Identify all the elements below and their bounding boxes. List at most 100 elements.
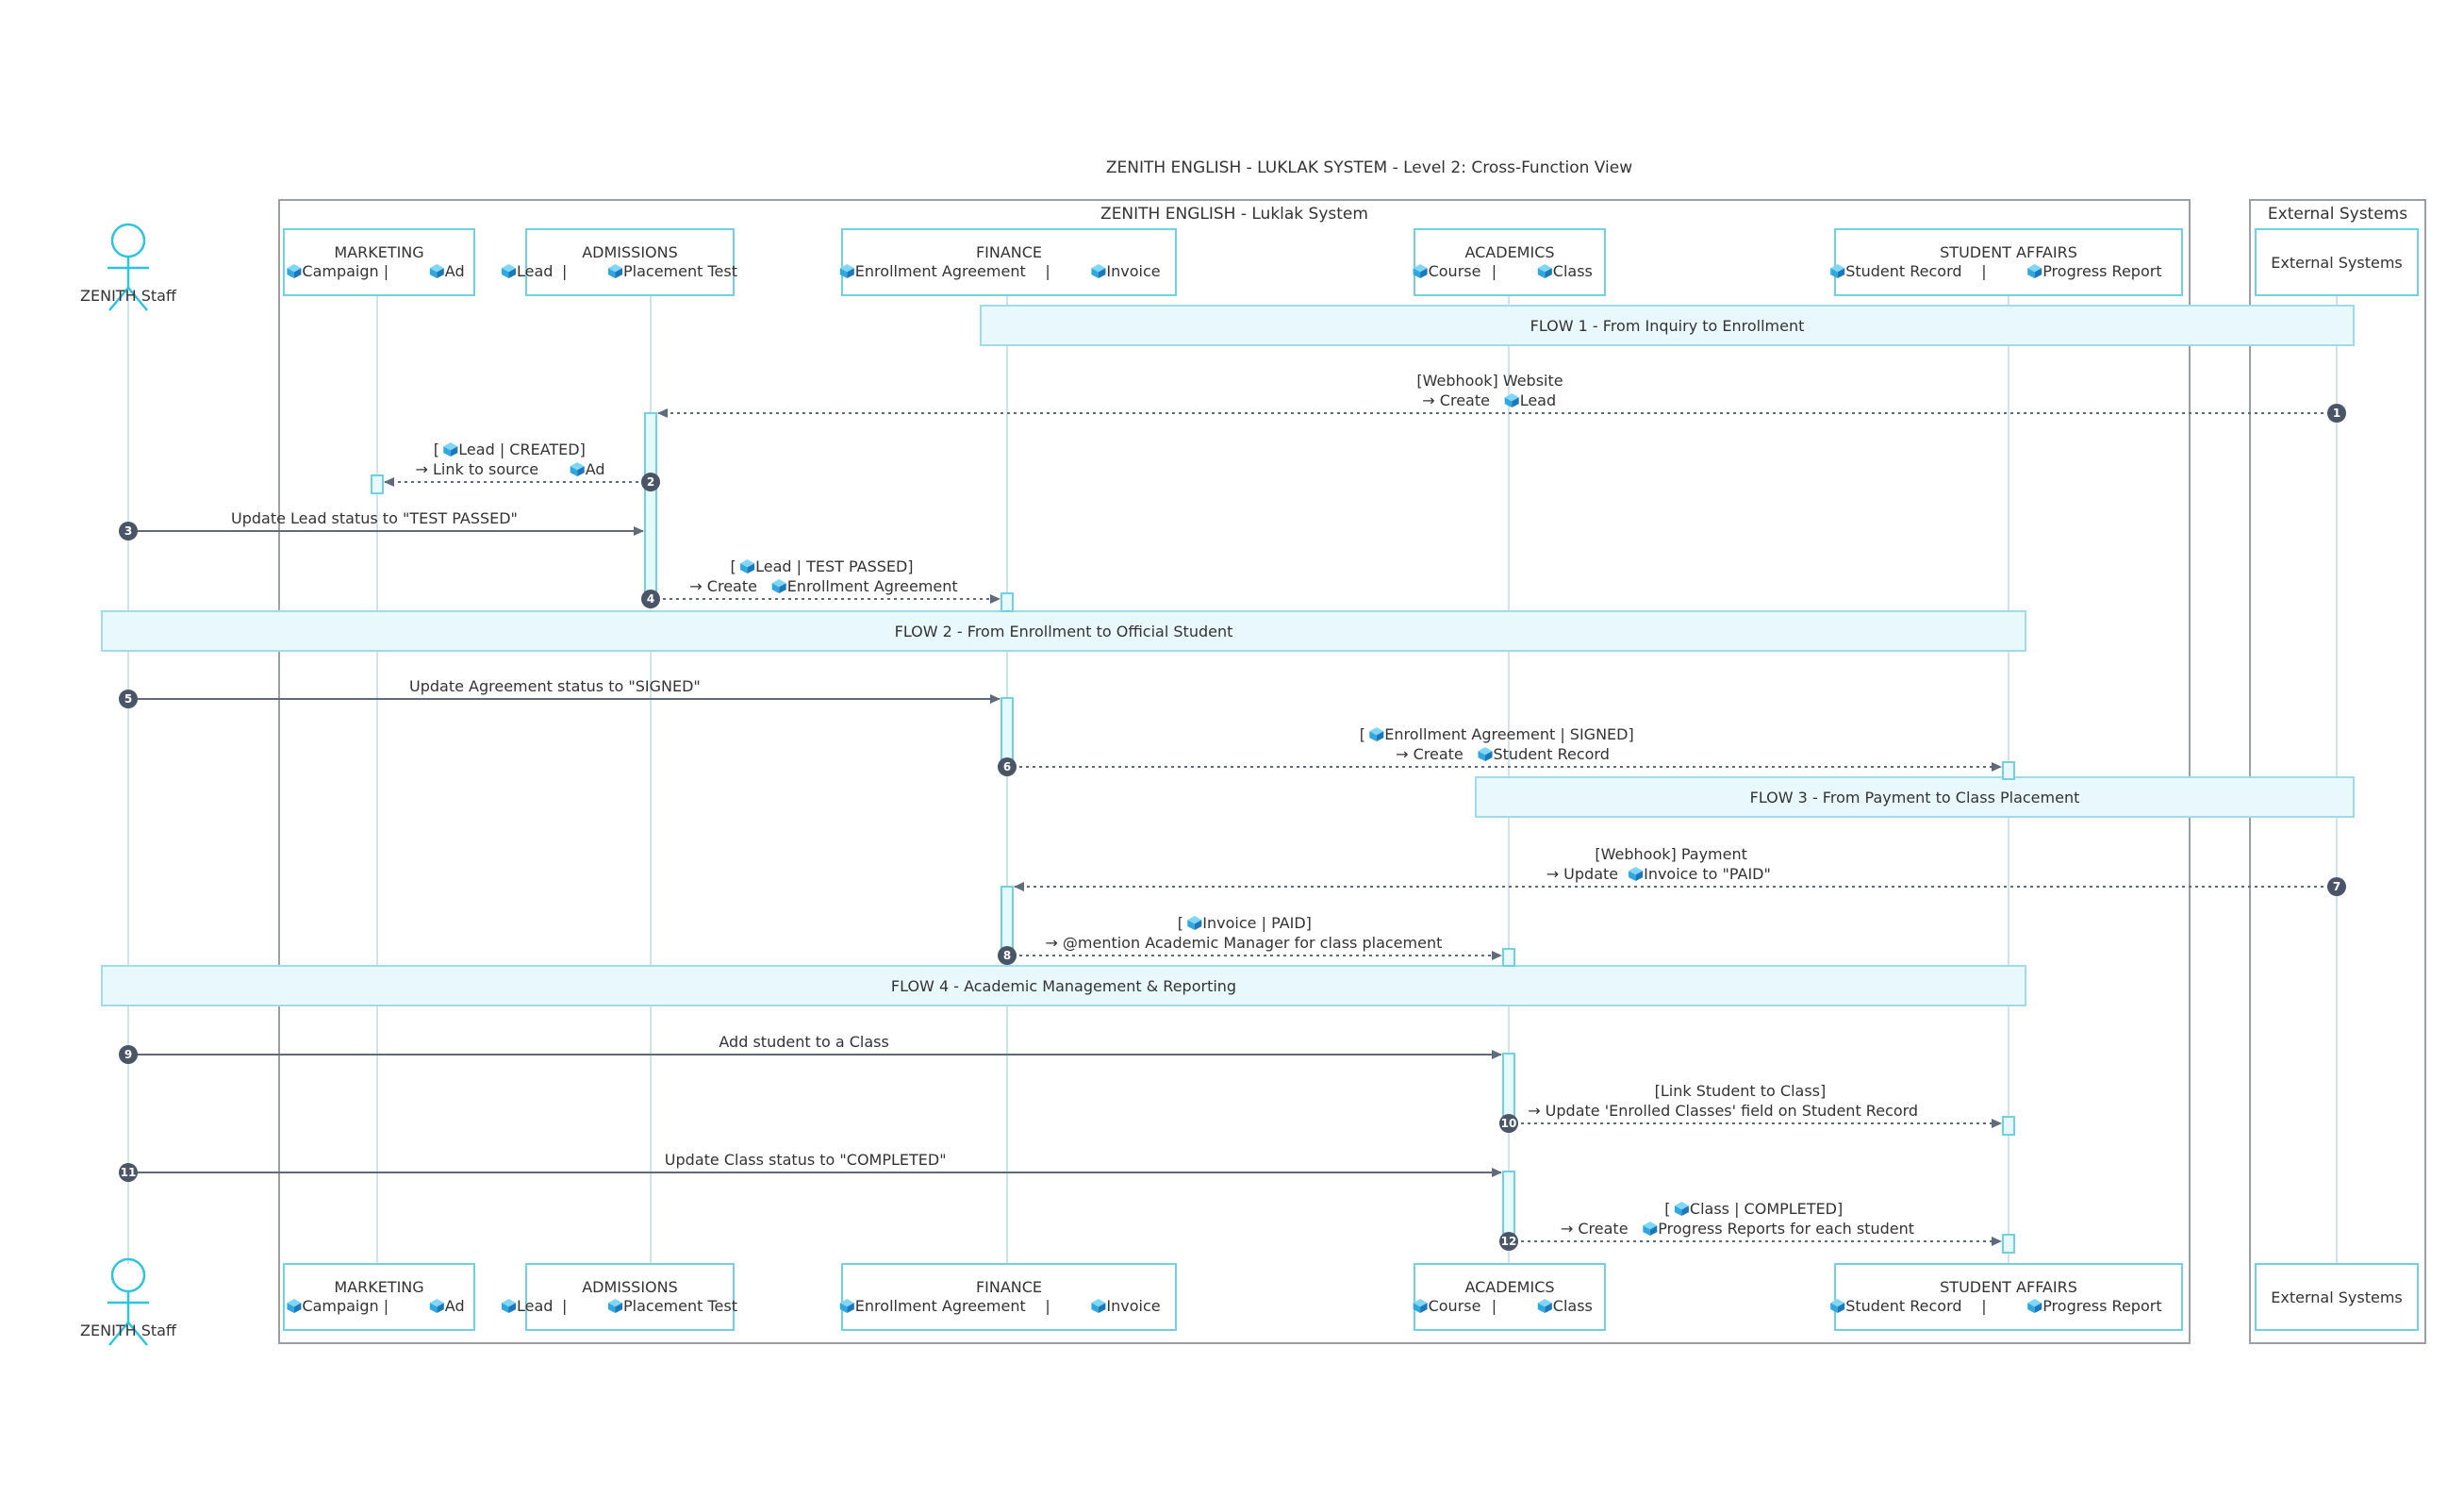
participant-item-text: |	[1981, 1297, 1986, 1315]
participant-item-text: Placement Test	[623, 1297, 737, 1315]
group-box-external	[2249, 199, 2426, 1344]
group-box-system	[278, 199, 2191, 1344]
participant-finance-top[interactable]: FINANCE Enrollment Agreement | Invoice	[839, 228, 1177, 296]
cube-icon	[1478, 747, 1493, 761]
participant-student_affairs-top[interactable]: STUDENT AFFAIRS Student Record | Progres…	[1830, 228, 2183, 296]
activation-bar	[2002, 1116, 2015, 1136]
activation-bar	[1502, 1053, 1515, 1123]
message-9: Add student to a Class 9	[119, 1033, 1502, 1064]
cube-icon	[502, 1299, 516, 1313]
participant-box	[2255, 228, 2419, 296]
cube-icon	[1413, 264, 1428, 278]
participant-academics-bottom[interactable]: ACADEMICS Course | Class	[1413, 1263, 1606, 1331]
participant-external-top[interactable]: External Systems	[2255, 228, 2419, 296]
cube-icon	[443, 442, 458, 457]
sequence-number: 3	[124, 524, 132, 538]
message-label-text: Lead | TEST PASSED]	[755, 557, 913, 575]
cube-icon	[570, 462, 585, 476]
cube-icon	[1537, 264, 1552, 278]
message-label-text: → @mention Academic Manager for class pl…	[1045, 934, 1442, 952]
participant-item-text: Class	[1553, 1297, 1593, 1315]
message-label-text: [	[1664, 1200, 1670, 1218]
sequence-number-badge: 9	[119, 1045, 138, 1064]
sequence-number: 12	[1501, 1235, 1517, 1248]
participant-item-text: |	[1492, 1297, 1497, 1315]
activation-bar	[1000, 697, 1014, 768]
sequence-number: 8	[1003, 949, 1011, 962]
sequence-number-badge: 11	[119, 1163, 138, 1182]
message-7: [Webhook] Payment→ Update Invoice to "PA…	[1014, 845, 2346, 896]
message-2: [Lead | CREATED]→ Link to source Ad2	[384, 440, 660, 491]
participant-item-text: Enrollment Agreement	[855, 262, 1026, 280]
message-label-text: Progress Reports for each student	[1658, 1220, 1914, 1238]
sequence-number: 9	[124, 1048, 132, 1061]
flow-note-flow3	[1475, 776, 2355, 818]
participant-box	[1414, 228, 1606, 296]
message-label-text: [Webhook] Payment	[1595, 845, 1746, 863]
participant-item-text: Student Record	[1845, 262, 1961, 280]
message-label-text: Add student to a Class	[719, 1033, 888, 1051]
flows-layer: FLOW 1 - From Inquiry to EnrollmentFLOW …	[101, 305, 2355, 1006]
participant-admissions-bottom[interactable]: ADMISSIONS Lead | Placement Test	[502, 1263, 737, 1331]
message-label-text: Invoice to "PAID"	[1644, 865, 1771, 883]
diagram-title: ZENITH ENGLISH - LUKLAK SYSTEM - Level 2…	[1106, 158, 1632, 177]
message-label-text: [Link Student to Class]	[1655, 1082, 1827, 1100]
participant-title: ADMISSIONS	[582, 243, 678, 261]
sequence-number-badge: 1	[2327, 404, 2346, 423]
cube-icon	[1187, 916, 1202, 930]
cube-icon	[1674, 1202, 1689, 1216]
participant-marketing-top[interactable]: MARKETING Campaign | Ad	[283, 228, 475, 296]
cube-icon	[1091, 264, 1106, 278]
participant-item-text: |	[562, 1297, 567, 1315]
participant-box	[841, 228, 1177, 296]
message-8: [Invoice | PAID]→ @mention Academic Mana…	[998, 914, 1502, 965]
cube-icon	[771, 579, 786, 593]
cube-icon	[1369, 727, 1384, 741]
sequence-number-badge: 4	[641, 590, 660, 608]
participant-item-text: |	[1045, 1297, 1050, 1315]
activation-bar	[2002, 1234, 2015, 1254]
activation-bar	[1502, 1171, 1515, 1242]
cube-icon	[839, 264, 854, 278]
actor-icon	[107, 223, 149, 311]
message-label-text: Enrollment Agreement | SIGNED]	[1384, 725, 1633, 743]
message-12: [Class | COMPLETED]→ Create Progress Rep…	[1499, 1200, 2002, 1251]
message-label-text: [	[434, 440, 439, 458]
message-label-text: Class | COMPLETED]	[1690, 1200, 1843, 1218]
participant-marketing-bottom[interactable]: MARKETING Campaign | Ad	[283, 1263, 475, 1331]
participant-external-bottom[interactable]: External Systems	[2255, 1263, 2419, 1331]
message-label-text: → Link to source	[416, 460, 539, 478]
sequence-number: 4	[647, 592, 654, 606]
participant-item-text: Course	[1429, 262, 1481, 280]
message-label-text: Lead | CREATED]	[458, 440, 586, 458]
cube-icon	[429, 264, 444, 278]
participant-box	[525, 1263, 735, 1331]
participant-student_affairs-bottom[interactable]: STUDENT AFFAIRS Student Record | Progres…	[1830, 1263, 2183, 1331]
participant-finance-bottom[interactable]: FINANCE Enrollment Agreement | Invoice	[839, 1263, 1177, 1331]
flow-label-flow1: FLOW 1 - From Inquiry to Enrollment	[1530, 317, 1805, 335]
participant-staff-top[interactable]: ZENITH Staff	[80, 223, 177, 311]
participant-admissions-top[interactable]: ADMISSIONS Lead | Placement Test	[502, 228, 737, 296]
participant-item-text: Lead	[517, 1297, 553, 1315]
participant-item-text: Invoice	[1106, 1297, 1160, 1315]
cube-icon	[1830, 264, 1845, 278]
participant-item-text: |	[1981, 262, 1986, 280]
cube-icon	[287, 264, 302, 278]
participant-item-text: Progress Report	[2042, 262, 2161, 280]
participant-title: STUDENT AFFAIRS	[1940, 243, 2077, 261]
participant-academics-top[interactable]: ACADEMICS Course | Class	[1413, 228, 1606, 296]
participant-item-text: Ad	[445, 1297, 465, 1315]
participant-staff-bottom[interactable]: ZENITH Staff	[80, 1257, 177, 1346]
message-10: [Link Student to Class]→ Update 'Enrolle…	[1499, 1082, 2002, 1133]
group-title-system: ZENITH ENGLISH - Luklak System	[1100, 205, 1368, 224]
cube-icon	[740, 559, 755, 573]
message-label-text: [	[1178, 914, 1183, 932]
participant-title: External Systems	[2271, 254, 2402, 272]
sequence-number: 1	[2333, 407, 2340, 420]
participant-box	[283, 1263, 475, 1331]
participant-box	[2255, 1263, 2419, 1331]
